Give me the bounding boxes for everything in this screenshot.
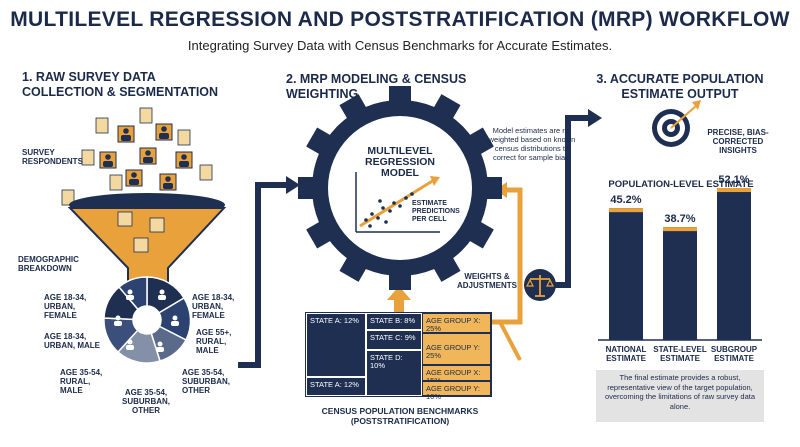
bar xyxy=(663,227,697,340)
arrow-icon xyxy=(548,109,602,288)
scales-icon xyxy=(524,269,556,301)
section-1-heading: 1. RAW SURVEY DATA COLLECTION & SEGMENTA… xyxy=(22,70,219,99)
category-label: STATE-LEVEL ESTIMATE xyxy=(653,345,707,363)
respondents-label: SURVEY RESPONDENTS xyxy=(22,148,83,166)
section-2-heading: 2. MRP MODELING & CENSUS WEIGHTING xyxy=(286,72,467,101)
weighting-note: Model estimates are re-weighted based on… xyxy=(488,126,576,162)
segment-label: AGE 18-34, URBAN, MALE xyxy=(44,332,100,350)
bar-value-label: 45.2% xyxy=(610,194,642,207)
table-cell: STATE A: 12% xyxy=(306,377,366,396)
arrow-icon xyxy=(387,286,411,312)
target-icon xyxy=(652,100,701,147)
document-icon xyxy=(61,107,213,206)
section-3-heading: 3. ACCURATE POPULATION ESTIMATE OUTPUT xyxy=(596,72,764,101)
insights-badge: PRECISE, BIAS-CORRECTED INSIGHTS xyxy=(707,128,769,155)
table-cell: STATE D: 10% xyxy=(366,350,422,396)
bar-cap xyxy=(717,188,751,193)
segment-label: AGE 18-34, URBAN, FEMALE xyxy=(192,293,235,320)
bar-cap xyxy=(663,227,697,232)
bar-value-label: 38.7% xyxy=(664,213,696,226)
breakdown-label: DEMOGRAPHIC BREAKDOWN xyxy=(18,255,79,273)
bar xyxy=(609,208,643,340)
footer-text: The final estimate provides a robust, re… xyxy=(604,373,756,411)
segment-label: AGE 55+, RURAL, MALE xyxy=(196,328,232,355)
bar-value-label: 52.1% xyxy=(718,174,750,187)
model-title: MULTILEVEL REGRESSION MODEL xyxy=(364,145,435,179)
footer-box xyxy=(596,370,764,422)
weights-label: WEIGHTS & ADJUSTMENTS xyxy=(456,272,517,290)
gear-icon xyxy=(298,86,502,290)
benchmarks-label: CENSUS POPULATION BENCHMARKS (POSTSTRATI… xyxy=(321,406,479,426)
person-icon xyxy=(99,123,193,191)
bar-cap xyxy=(609,208,643,213)
page-subtitle: Integrating Survey Data with Census Benc… xyxy=(187,38,613,53)
table-cell: STATE A: 12% xyxy=(306,313,366,377)
category-label: NATIONAL ESTIMATE xyxy=(605,345,647,363)
person-icon xyxy=(114,289,179,352)
chart-title: POPULATION-LEVEL ESTIMATE xyxy=(608,179,754,190)
segment-label: AGE 35-54, SUBURBAN, OTHER xyxy=(182,368,230,395)
table-cell: AGE GROUP Y: 10% xyxy=(422,381,491,401)
page-title: MULTILEVEL REGRESSION AND POSTSTRATIFICA… xyxy=(10,8,790,31)
segment-label: AGE 35-54, RURAL, MALE xyxy=(60,368,103,395)
bar xyxy=(717,188,751,340)
table-cell: AGE GROUP X: 25% xyxy=(422,313,491,333)
segment-wheel xyxy=(103,276,192,364)
table-cell: AGE GROUP X: 15% xyxy=(422,365,491,385)
scatter-plot-icon xyxy=(355,172,440,233)
category-label: SUBGROUP ESTIMATE xyxy=(710,345,758,363)
table-cell: STATE C: 9% xyxy=(366,330,422,350)
arrow-icon xyxy=(490,182,523,361)
segment-label: AGE 35-54, SUBURBAN, OTHER xyxy=(122,388,170,415)
segment-label: AGE 18-34, URBAN, FEMALE xyxy=(44,293,87,320)
plot-annotation: ESTIMATE PREDICTIONS PER CELL xyxy=(412,200,460,223)
table-cell: STATE B: 8% xyxy=(366,313,422,330)
table-cell: AGE GROUP Y: 25% xyxy=(422,333,491,365)
arrow-icon xyxy=(238,176,300,368)
population-estimate-chart xyxy=(598,188,762,341)
